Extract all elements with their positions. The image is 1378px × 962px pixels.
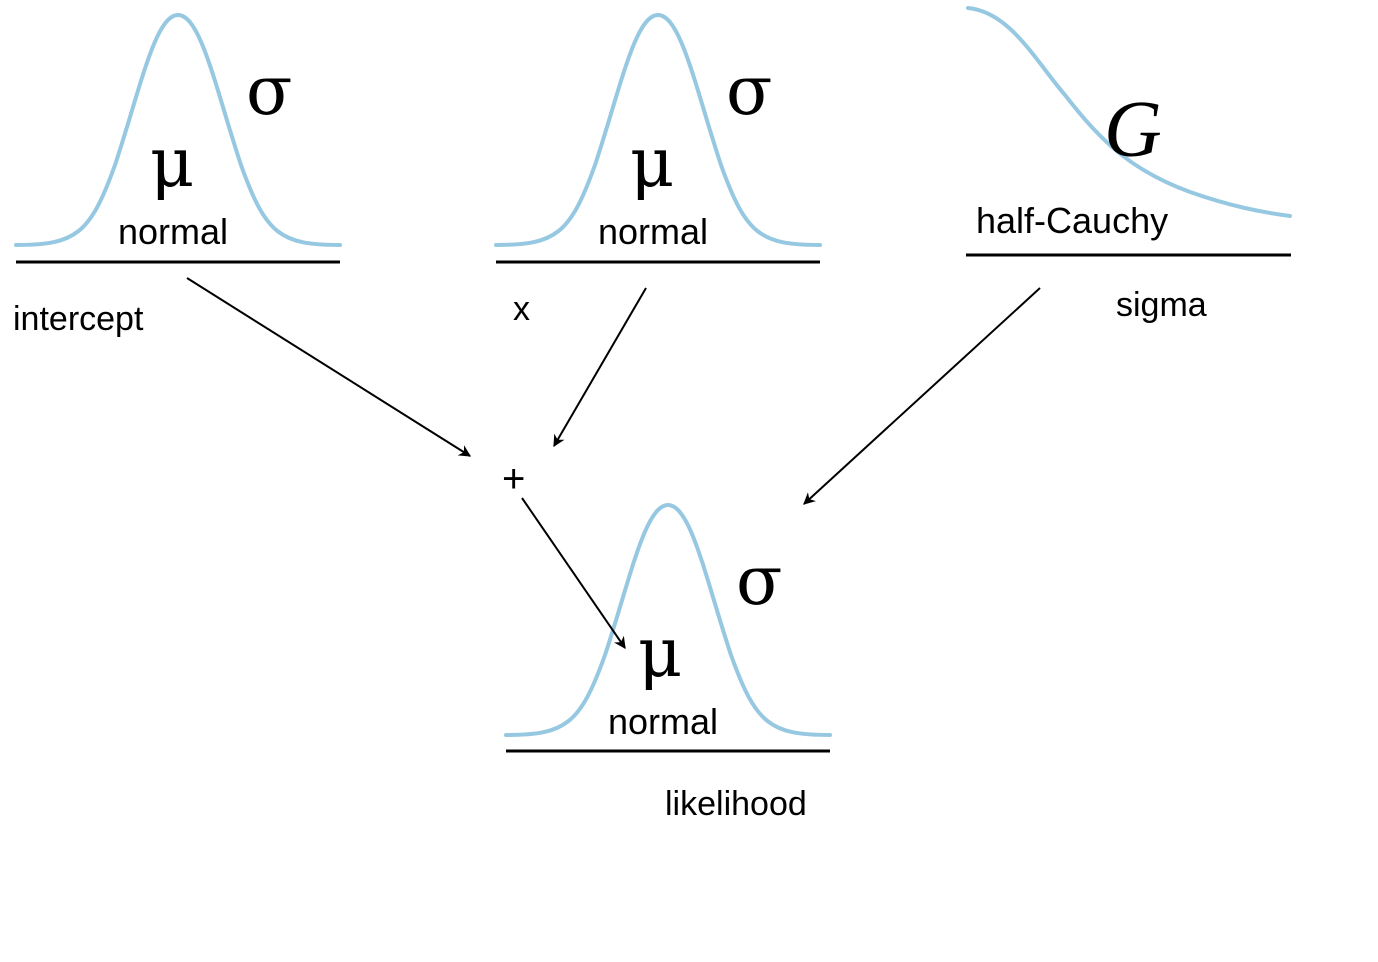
mu-symbol-likelihood: μ bbox=[638, 614, 682, 693]
sigma-symbol-intercept: σ bbox=[246, 52, 292, 131]
mu-symbol-intercept: μ bbox=[150, 124, 194, 203]
distribution-label-intercept: normal bbox=[118, 211, 228, 252]
node-label-intercept: intercept bbox=[13, 300, 144, 338]
normal-curve-intercept bbox=[14, 12, 342, 247]
node-likelihood: μ σ normal likelihood bbox=[504, 502, 832, 823]
node-label-x: x bbox=[513, 290, 530, 328]
node-label-likelihood: likelihood bbox=[665, 785, 807, 823]
arrow-plus-to-likelihood-mu bbox=[521, 497, 626, 649]
mu-symbol-x: μ bbox=[630, 124, 674, 203]
sigma-symbol-x: σ bbox=[726, 52, 772, 131]
arrow-intercept-to-plus bbox=[186, 277, 472, 457]
arrow-x-to-plus bbox=[553, 287, 647, 448]
node-x: μ σ normal x bbox=[494, 12, 822, 328]
distribution-label-likelihood: normal bbox=[608, 701, 718, 742]
node-label-sigma: sigma bbox=[1116, 286, 1207, 324]
distribution-label-sigma: half-Cauchy bbox=[976, 200, 1168, 241]
sigma-symbol-likelihood: σ bbox=[736, 542, 782, 621]
node-intercept: μ σ normal intercept bbox=[13, 12, 342, 338]
scale-symbol-sigma: G bbox=[1104, 86, 1162, 174]
normal-curve-x bbox=[494, 12, 822, 247]
plus-operator: + bbox=[502, 457, 525, 501]
half-cauchy-curve-sigma bbox=[966, 6, 1292, 218]
node-sigma: G half-Cauchy sigma bbox=[966, 6, 1292, 324]
normal-curve-likelihood bbox=[504, 502, 832, 737]
arrow-sigma-to-likelihood-sigma bbox=[803, 287, 1041, 505]
distribution-label-x: normal bbox=[598, 211, 708, 252]
